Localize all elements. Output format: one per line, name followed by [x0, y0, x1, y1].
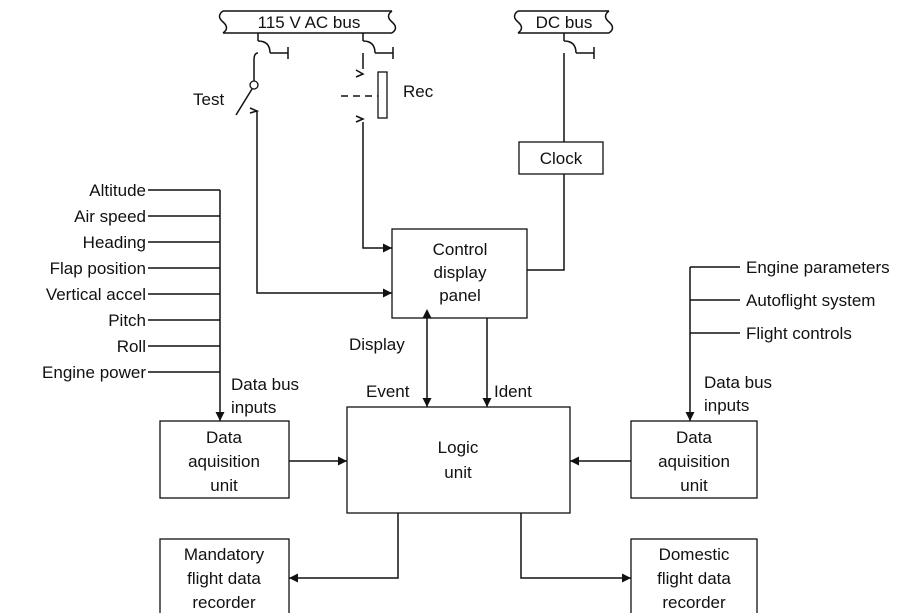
- control-panel-connectors: [256, 122, 565, 298]
- input-engine-parameters: Engine parameters: [746, 258, 890, 277]
- panel-logic-signals: Display Event Ident: [349, 309, 532, 407]
- input-flap-position: Flap position: [50, 259, 146, 278]
- test-switch: Test: [193, 60, 260, 126]
- input-heading: Heading: [83, 233, 146, 252]
- mandatory-recorder-label-2: flight data: [187, 569, 261, 588]
- rec-switch: Rec: [341, 69, 434, 123]
- domestic-recorder-label-1: Domestic: [659, 545, 730, 564]
- ac-bus-label: 115 V AC bus: [258, 13, 361, 32]
- right-daq-label-3: unit: [680, 476, 708, 495]
- input-engine-power: Engine power: [42, 363, 146, 382]
- right-data-acquisition-unit: Data aquisition unit: [630, 420, 758, 499]
- input-pitch: Pitch: [108, 311, 146, 330]
- logic-to-mandatory-arrow: [289, 513, 399, 583]
- left-daq-label-2: aquisition: [188, 452, 260, 471]
- mandatory-recorder: Mandatory flight data recorder: [159, 538, 290, 613]
- test-switch-label: Test: [193, 90, 224, 109]
- circuit-breaker-test: [253, 33, 289, 61]
- input-air-speed: Air speed: [74, 207, 146, 226]
- logic-unit-label-2: unit: [444, 463, 472, 482]
- dc-bus: DC bus: [513, 10, 614, 34]
- input-vertical-accel: Vertical accel: [46, 285, 146, 304]
- input-autoflight-system: Autoflight system: [746, 291, 875, 310]
- logic-unit-label-1: Logic: [438, 438, 479, 457]
- right-daq-label-2: aquisition: [658, 452, 730, 471]
- left-data-bus-label-2: inputs: [231, 398, 276, 417]
- domestic-recorder-label-2: flight data: [657, 569, 731, 588]
- control-display-panel: Control display panel: [391, 228, 528, 319]
- mandatory-recorder-label-3: recorder: [192, 593, 256, 612]
- circuit-breaker-dc: [563, 33, 595, 142]
- logic-unit: Logic unit: [346, 406, 571, 514]
- left-inputs: Altitude Air speed Heading Flap position…: [42, 181, 299, 421]
- left-daq-label-1: Data: [206, 428, 242, 447]
- control-panel-label-1: Control: [433, 240, 488, 259]
- left-data-bus-label-1: Data bus: [231, 375, 299, 394]
- circuit-breaker-rec: [362, 33, 394, 69]
- event-label: Event: [366, 382, 410, 401]
- left-daq-label-3: unit: [210, 476, 238, 495]
- input-flight-controls: Flight controls: [746, 324, 852, 343]
- control-panel-label-3: panel: [439, 286, 481, 305]
- right-data-bus-label-2: inputs: [704, 396, 749, 415]
- control-panel-label-2: display: [434, 263, 487, 282]
- dc-bus-label: DC bus: [536, 13, 593, 32]
- clock-box: Clock: [518, 141, 604, 175]
- domestic-recorder: Domestic flight data recorder: [630, 538, 758, 613]
- domestic-recorder-label-3: recorder: [662, 593, 726, 612]
- rec-switch-label: Rec: [403, 82, 434, 101]
- right-data-bus-label-1: Data bus: [704, 373, 772, 392]
- logic-to-domestic-arrow: [520, 513, 631, 583]
- mandatory-recorder-label-1: Mandatory: [184, 545, 265, 564]
- left-data-acquisition-unit: Data aquisition unit: [159, 420, 290, 499]
- ident-label: Ident: [494, 382, 532, 401]
- clock-label: Clock: [540, 149, 583, 168]
- right-inputs: Engine parameters Autoflight system Flig…: [685, 258, 890, 421]
- display-label: Display: [349, 335, 405, 354]
- ac-bus: 115 V AC bus: [218, 10, 397, 34]
- right-daq-label-1: Data: [676, 428, 712, 447]
- input-altitude: Altitude: [89, 181, 146, 200]
- input-roll: Roll: [117, 337, 146, 356]
